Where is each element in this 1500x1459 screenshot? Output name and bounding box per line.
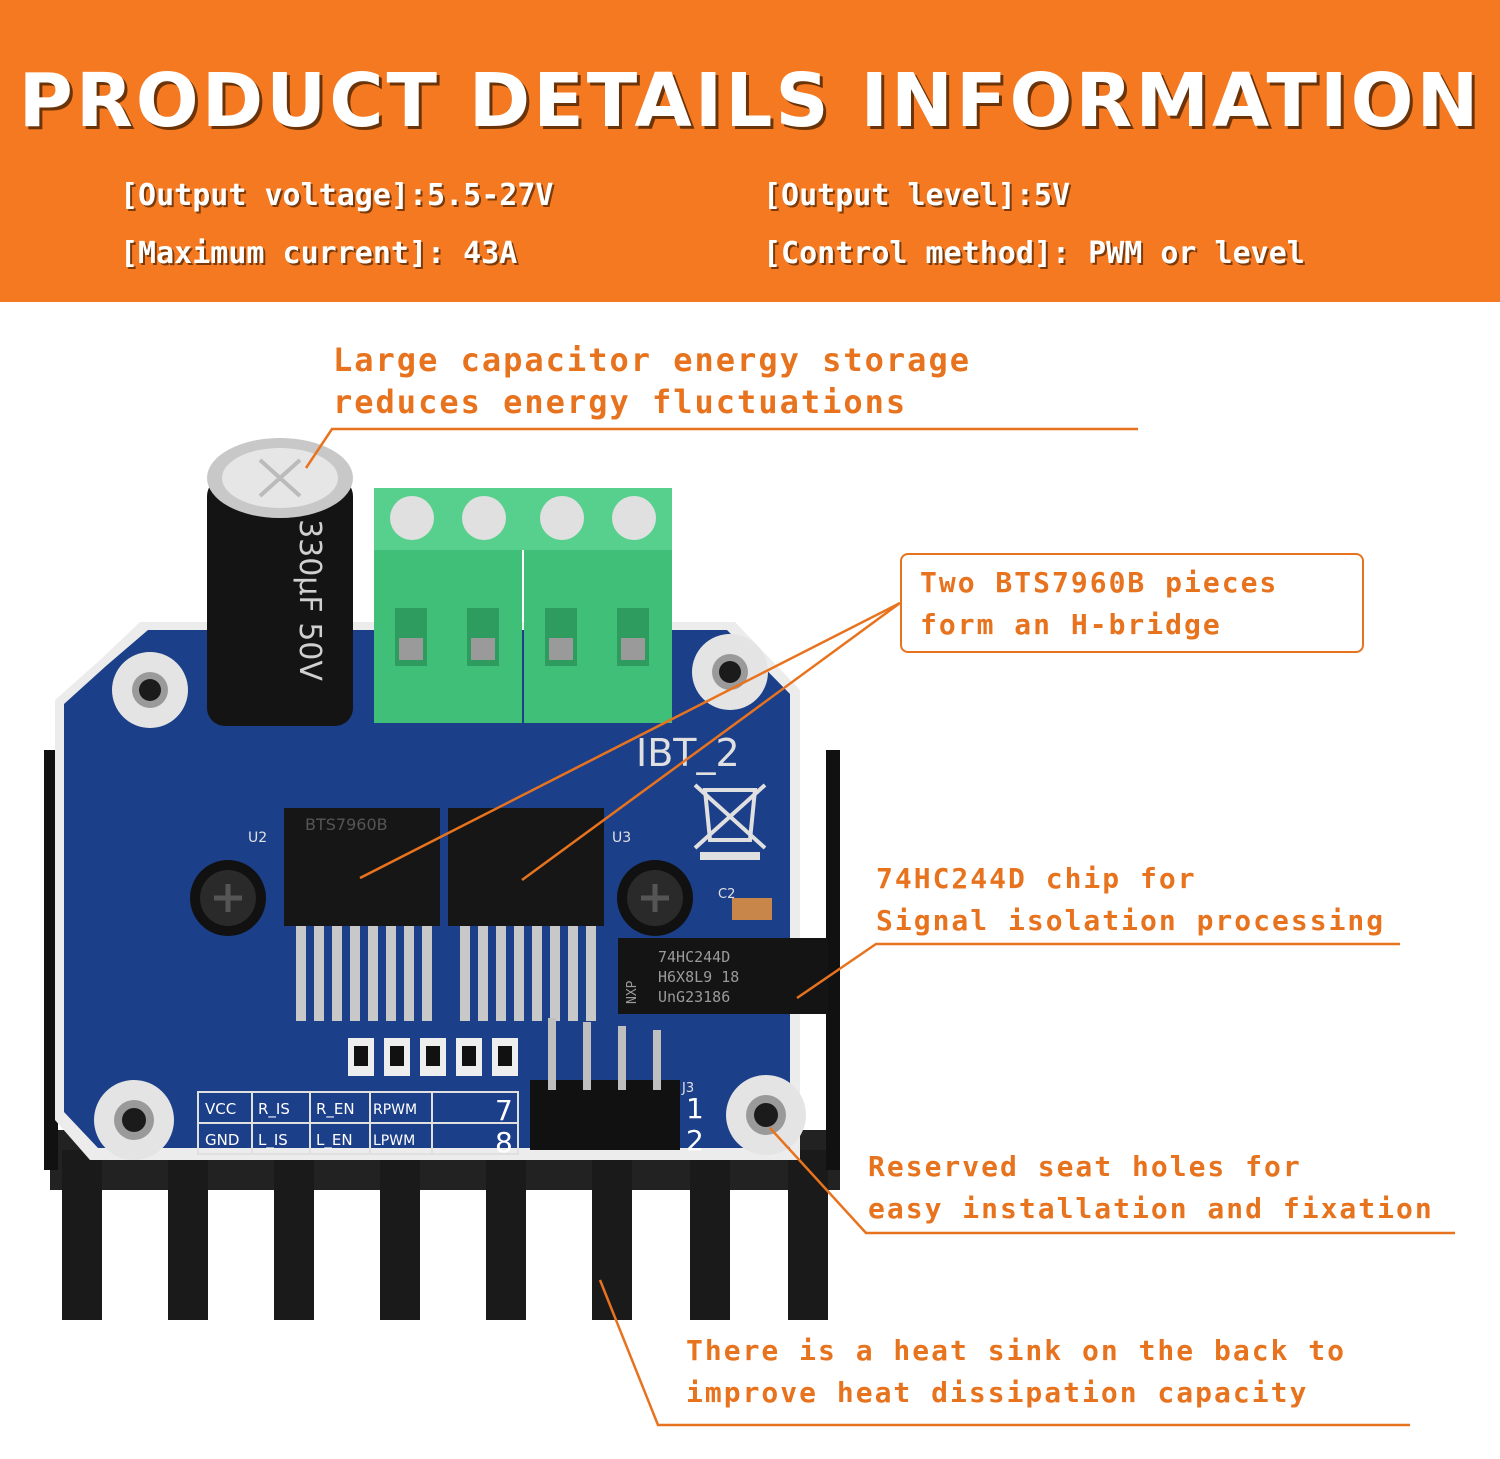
smd-capacitor (732, 898, 772, 920)
74hc244d-chip: 74HC244D H6X8L9 18 UnG23186 NXP (618, 938, 828, 1014)
bts7960b-marking: BTS7960B (305, 815, 388, 834)
bts7960b-chips: BTS7960B (284, 808, 604, 1021)
smd-resistors (348, 1038, 518, 1076)
74hc244d-brand: NXP (625, 980, 640, 1004)
pin-header (530, 1018, 680, 1150)
callout-chip-line1: 74HC244D chip for (876, 862, 1197, 895)
74hc244d-marking-line3: UnG23186 (658, 988, 730, 1006)
pin-label-l-is: L_IS (258, 1131, 288, 1150)
74hc244d-marking-line2: H6X8L9 18 (658, 968, 739, 986)
callout-capacitor: Large capacitor energy storage reduces e… (333, 339, 971, 423)
pin-label-rpwm: RPWM (373, 1102, 417, 1118)
pin-label-l-en: L_EN (316, 1131, 353, 1150)
callout-hbridge-line1: Two BTS7960B pieces (920, 566, 1279, 599)
screws (190, 860, 693, 936)
spec-control-method: [Control method]: PWM or level (763, 236, 1305, 271)
callout-heatsink-line1: There is a heat sink on the back to (686, 1334, 1347, 1367)
callout-chip-line2: Signal isolation processing (876, 904, 1386, 937)
board-model-label: IBT_2 (636, 731, 740, 775)
pin-number-1: 1 (686, 1092, 704, 1125)
callout-holes-line1: Reserved seat holes for (868, 1150, 1302, 1183)
callout-capacitor-line2: reduces energy fluctuations (333, 383, 908, 421)
u3-label: U3 (612, 830, 631, 846)
pin-label-lpwm: LPWM (373, 1133, 415, 1149)
spec-output-voltage: [Output voltage]:5.5-27V (120, 178, 554, 213)
u2-label: U2 (248, 830, 267, 846)
spec-maximum-current: [Maximum current]: 43A (120, 236, 518, 271)
callout-hbridge-line2: form an H-bridge (920, 608, 1222, 641)
capacitor-label: 330µF 50V (292, 519, 327, 681)
spec-output-level: [Output level]:5V (763, 178, 1071, 213)
pin-number-7: 7 (495, 1094, 513, 1127)
pin-number-2: 2 (686, 1124, 704, 1157)
terminal-blocks (374, 488, 672, 723)
j3-label: J3 (681, 1081, 694, 1096)
page-title: PRODUCT DETAILS INFORMATION (18, 58, 1482, 144)
c2-label: C2 (718, 887, 735, 902)
callout-chip: 74HC244D chip for Signal isolation proce… (876, 858, 1385, 942)
recycle-bin-icon (693, 783, 767, 860)
callout-holes-line2: easy installation and fixation (868, 1192, 1434, 1225)
callout-heatsink-line2: improve heat dissipation capacity (686, 1376, 1309, 1409)
pin-label-table: VCC R_IS R_EN RPWM GND L_IS L_EN LPWM 7 … (197, 1091, 704, 1159)
header-banner (0, 0, 1500, 302)
pin-label-vcc: VCC (205, 1100, 236, 1118)
callout-hbridge: Two BTS7960B pieces form an H-bridge (920, 562, 1278, 646)
callout-heatsink: There is a heat sink on the back to impr… (686, 1330, 1346, 1414)
74hc244d-marking: 74HC244D (658, 948, 730, 966)
pin-number-8: 8 (495, 1126, 513, 1159)
mounting-holes (94, 634, 806, 1160)
callout-leader-lines (304, 427, 1455, 1427)
callout-capacitor-line1: Large capacitor energy storage (333, 341, 971, 379)
callout-holes: Reserved seat holes for easy installatio… (868, 1146, 1434, 1230)
pin-label-r-is: R_IS (258, 1100, 290, 1119)
capacitor: 330µF 50V (207, 438, 353, 726)
pin-label-gnd: GND (205, 1131, 239, 1149)
pin-label-r-en: R_EN (316, 1100, 355, 1119)
callout-hbridge-box (900, 553, 1364, 653)
